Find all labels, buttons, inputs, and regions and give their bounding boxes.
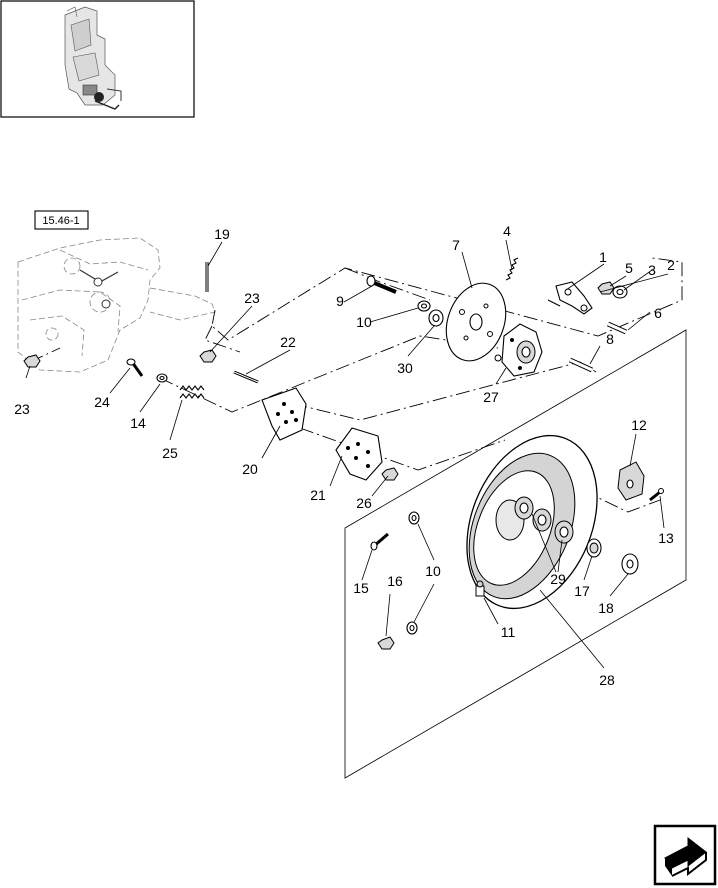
part-11-fitting[interactable] bbox=[475, 580, 485, 597]
callout-10a[interactable]: 10 bbox=[356, 314, 372, 330]
callout-13[interactable]: 13 bbox=[658, 530, 674, 546]
callout-22[interactable]: 22 bbox=[280, 334, 296, 350]
callout-10b[interactable]: 10 bbox=[425, 563, 441, 579]
part-14-washer[interactable] bbox=[156, 373, 168, 383]
next-page-arrow-icon[interactable] bbox=[653, 824, 717, 886]
callout-21[interactable]: 21 bbox=[310, 487, 326, 503]
callout-8[interactable]: 8 bbox=[606, 331, 614, 347]
leader-lines bbox=[25, 239, 669, 669]
part-21-plate[interactable] bbox=[335, 427, 383, 481]
callout-30[interactable]: 30 bbox=[397, 360, 413, 376]
callout-15[interactable]: 15 bbox=[353, 580, 369, 596]
callout-3[interactable]: 3 bbox=[648, 262, 656, 278]
part-8-pin[interactable] bbox=[568, 357, 594, 373]
callout-23b[interactable]: 23 bbox=[14, 401, 30, 417]
frame-ghost bbox=[17, 237, 216, 373]
callout-12[interactable]: 12 bbox=[631, 417, 647, 433]
callout-19[interactable]: 19 bbox=[214, 226, 230, 242]
callout-18[interactable]: 18 bbox=[598, 600, 614, 616]
sub-assembly-panel bbox=[344, 329, 687, 779]
part-28-pulley[interactable] bbox=[443, 416, 622, 628]
callout-27[interactable]: 27 bbox=[483, 389, 499, 405]
part-5-nut[interactable] bbox=[597, 281, 615, 295]
part-16-nut[interactable] bbox=[377, 636, 395, 650]
part-23-nut-upper[interactable] bbox=[199, 349, 217, 363]
callout-16[interactable]: 16 bbox=[387, 573, 403, 589]
callout-23a[interactable]: 23 bbox=[244, 290, 260, 306]
part-25-spring[interactable] bbox=[179, 385, 205, 399]
callout-7[interactable]: 7 bbox=[452, 237, 460, 253]
part-6-pin[interactable] bbox=[606, 321, 628, 335]
part-22-pin[interactable] bbox=[233, 370, 259, 384]
part-10-washer-upper[interactable] bbox=[417, 300, 431, 312]
part-26-nut[interactable] bbox=[381, 467, 399, 481]
reference-box[interactable]: 15.46-1 bbox=[34, 210, 89, 230]
part-15-bolt[interactable] bbox=[370, 532, 389, 551]
callout-20[interactable]: 20 bbox=[242, 461, 258, 477]
part-18-washer[interactable] bbox=[621, 553, 639, 575]
part-13-screw[interactable] bbox=[649, 488, 664, 502]
part-27-hub[interactable] bbox=[494, 323, 543, 377]
callout-28[interactable]: 28 bbox=[599, 672, 615, 688]
part-9-bolt[interactable] bbox=[366, 275, 397, 294]
callout-labels: 1 2 3 4 5 6 7 8 9 10 10 11 12 13 14 15 1… bbox=[14, 223, 675, 688]
part-12-block[interactable] bbox=[617, 461, 645, 501]
part-3-washer[interactable] bbox=[612, 285, 628, 299]
machine-overview-thumbnail bbox=[0, 0, 195, 118]
callout-24[interactable]: 24 bbox=[94, 394, 110, 410]
callout-26[interactable]: 26 bbox=[356, 495, 372, 511]
callout-2[interactable]: 2 bbox=[667, 257, 675, 273]
part-23-nut-lower[interactable] bbox=[23, 354, 41, 368]
part-17-ring[interactable] bbox=[586, 538, 602, 558]
callout-25[interactable]: 25 bbox=[162, 445, 178, 461]
callout-4[interactable]: 4 bbox=[503, 223, 511, 239]
part-10-washer-lower-1[interactable] bbox=[408, 511, 420, 525]
part-20-bracket[interactable] bbox=[261, 387, 307, 441]
callout-9[interactable]: 9 bbox=[336, 293, 344, 309]
part-7-disc[interactable] bbox=[436, 275, 516, 369]
reference-label: 15.46-1 bbox=[42, 215, 79, 227]
callout-1[interactable]: 1 bbox=[599, 249, 607, 265]
part-29-bushings[interactable] bbox=[514, 496, 574, 544]
callout-29[interactable]: 29 bbox=[550, 571, 566, 587]
callout-11[interactable]: 11 bbox=[501, 624, 516, 640]
callout-14[interactable]: 14 bbox=[130, 415, 146, 431]
part-10-washer-lower-2[interactable] bbox=[406, 621, 418, 635]
callout-6[interactable]: 6 bbox=[654, 305, 662, 321]
callout-5[interactable]: 5 bbox=[625, 260, 633, 276]
part-30-spacer[interactable] bbox=[428, 309, 444, 327]
callout-17[interactable]: 17 bbox=[574, 583, 590, 599]
part-24-bolt[interactable] bbox=[126, 358, 144, 377]
